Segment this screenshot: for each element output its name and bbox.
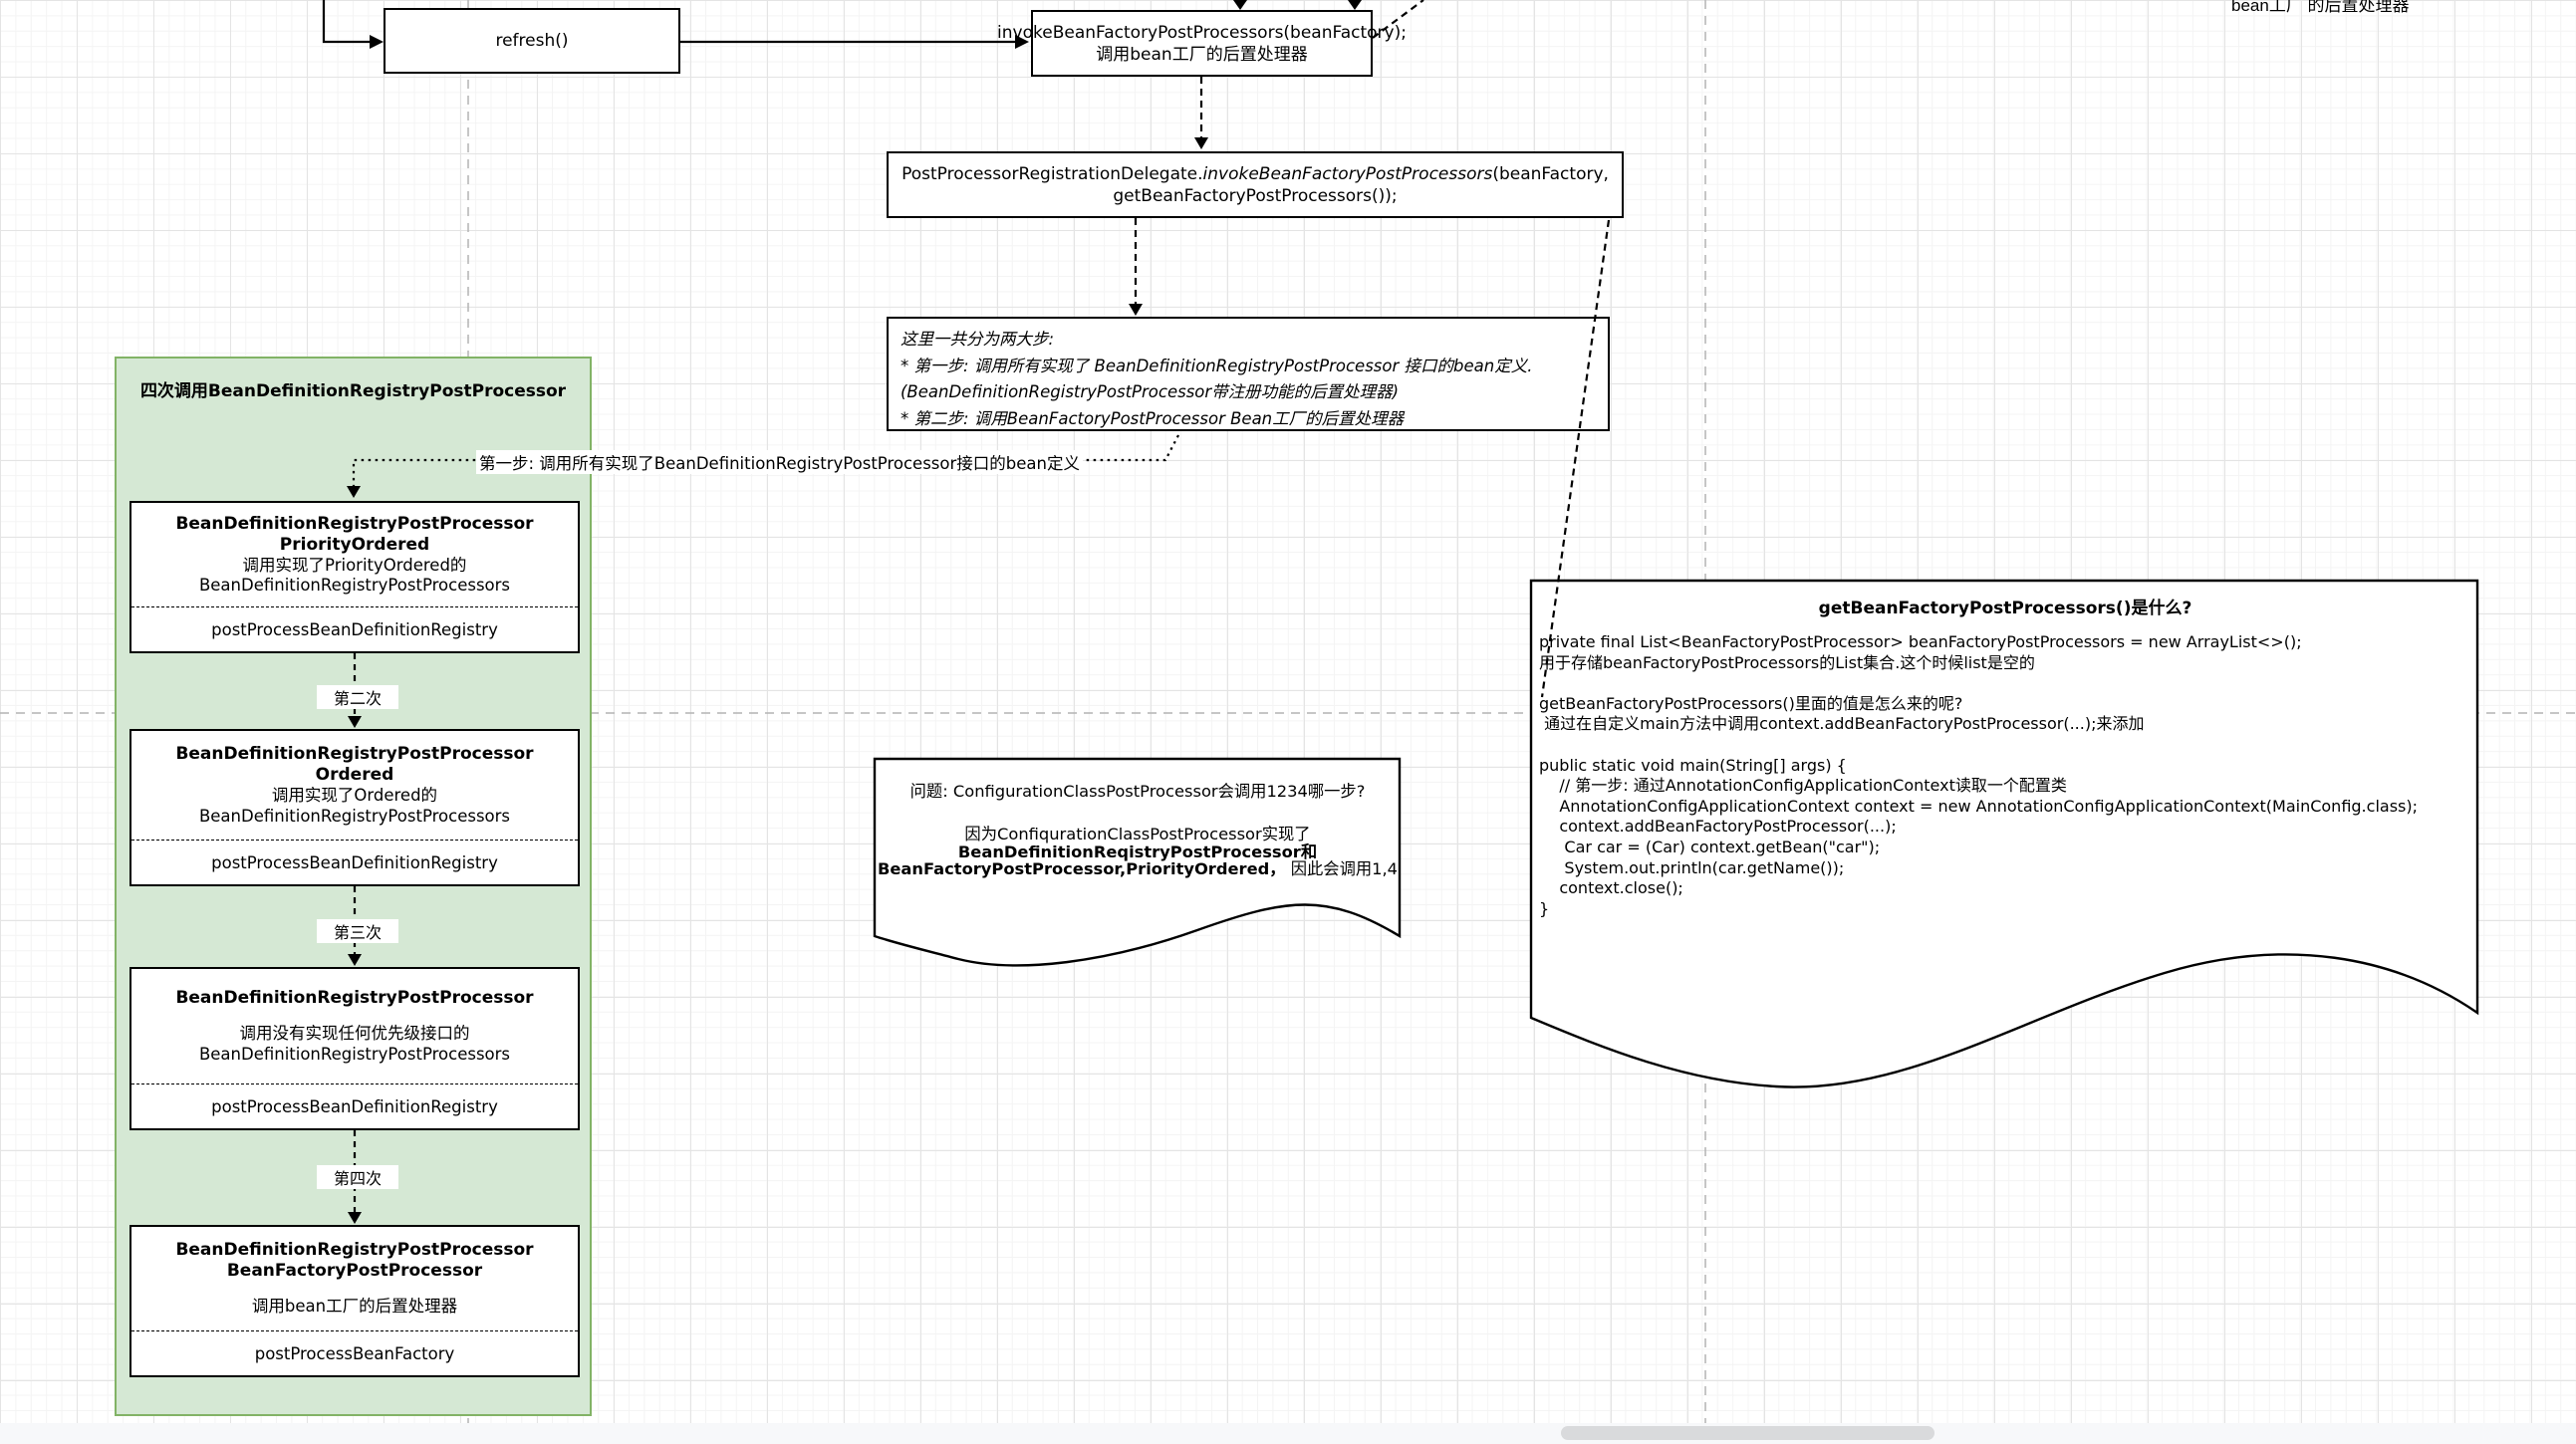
arrowhead-into-refresh [370, 35, 384, 49]
refresh-node[interactable]: refresh() [384, 8, 680, 74]
chain-label-third: 第三次 [317, 919, 398, 943]
invoke-bfpp-node[interactable]: invokeBeanFactoryPostProcessors(beanFact… [997, 10, 1407, 77]
box4-method: postProcessBeanFactory [131, 1330, 578, 1375]
registry-pp-box-plain[interactable]: BeanDefinitionRegistryPostProcessor 调用没有… [129, 967, 580, 1130]
question-note-shape [873, 757, 1402, 967]
connector-into-refresh [322, 0, 372, 44]
two-steps-note-node[interactable]: 这里一共分为两大步: * 第一步: 调用所有实现了 BeanDefinition… [887, 317, 1610, 431]
chain-label-second: 第二次 [317, 685, 398, 709]
delegate-node[interactable]: PostProcessorRegistrationDelegate.invoke… [887, 151, 1624, 218]
two-steps-note-text: 这里一共分为两大步: * 第一步: 调用所有实现了 BeanDefinition… [901, 330, 1533, 428]
getter-note-title: getBeanFactoryPostProcessors()是什么? [1818, 599, 2192, 618]
delegate-line1: PostProcessorRegistrationDelegate.invoke… [902, 163, 1609, 185]
getter-note-shape [1529, 579, 2479, 1088]
box2-desc: 调用实现了Ordered的 BeanDefinitionRegistryPost… [198, 786, 511, 826]
arrowhead-invoke-to-delegate [1194, 137, 1208, 149]
registry-pp-box-ordered[interactable]: BeanDefinitionRegistryPostProcessor Orde… [129, 729, 580, 886]
getter-note-node[interactable]: getBeanFactoryPostProcessors()是什么? priva… [1527, 577, 2483, 1089]
box1-desc: 调用实现了PriorityOrdered的 BeanDefinitionRegi… [198, 555, 511, 596]
question-line1: 问题: ConfigurationClassPostProcessor会调用12… [909, 782, 1366, 801]
registry-pp-box-priorityordered[interactable]: BeanDefinitionRegistryPostProcessor Prio… [129, 501, 580, 653]
box3-method: postProcessBeanDefinitionRegistry [131, 1083, 578, 1128]
delegate-prefix: PostProcessorRegistrationDelegate. [902, 163, 1203, 184]
delegate-suffix: (beanFactory, [1492, 163, 1609, 184]
box1-method: postProcessBeanDefinitionRegistry [131, 606, 578, 651]
getter-note-code: private final List<BeanFactoryPostProces… [1539, 632, 2418, 918]
box2-title: BeanDefinitionRegistryPostProcessor Orde… [175, 744, 534, 785]
horizontal-scrollbar-track[interactable] [0, 1423, 2576, 1444]
question-line2: 因为ConfiqurationClassPostProcessor实现了 [964, 825, 1311, 843]
horizontal-scrollbar-thumb[interactable] [1561, 1426, 1934, 1440]
question-note-node[interactable]: 问题: ConfigurationClassPostProcessor会调用12… [869, 753, 1407, 982]
topright-clipped-label: bean工厂 的后置处理器 [2231, 0, 2410, 15]
box2-method: postProcessBeanDefinitionRegistry [131, 840, 578, 884]
step1-annotation-label: 第一步: 调用所有实现了BeanDefinitionRegistryPostPr… [476, 450, 1083, 474]
refresh-label: refresh() [495, 31, 569, 51]
arrowhead-top-stub-2 [1348, 0, 1362, 10]
box4-title: BeanDefinitionRegistryPostProcessor Bean… [175, 1240, 534, 1282]
delegate-line2: getBeanFactoryPostProcessors()); [1113, 185, 1398, 206]
arrowhead-top-stub-1 [1233, 0, 1247, 10]
delegate-method: invokeBeanFactoryPostProcessors [1202, 163, 1493, 184]
box4-desc: 调用bean工厂的后置处理器 [251, 1297, 458, 1317]
box3-desc: 调用没有实现任何优先级接口的 BeanDefinitionRegistryPos… [198, 1024, 511, 1064]
box1-title: BeanDefinitionRegistryPostProcessor Prio… [175, 513, 534, 555]
question-answer: 因为ConfiqurationClassPostProcessor实现了 Bea… [869, 826, 1407, 878]
invoke-bfpp-line2: 调用bean工厂的后置处理器 [1096, 44, 1308, 65]
chain-label-fourth: 第四次 [317, 1165, 398, 1189]
question-line3: BeanDefinitionReqistryPostProcessor和 [957, 842, 1318, 861]
box3-title: BeanDefinitionRegistryPostProcessor [175, 988, 534, 1008]
question-line4: BeanFactoryPostProcessor,PriorityOrdered… [877, 859, 1399, 878]
invoke-bfpp-line1: invokeBeanFactoryPostProcessors(beanFact… [997, 22, 1407, 43]
four-calls-panel-title: 四次调用BeanDefinitionRegistryPostProcessor [139, 381, 567, 401]
factory-pp-box[interactable]: BeanDefinitionRegistryPostProcessor Bean… [129, 1225, 580, 1377]
arrowhead-delegate-to-note [1129, 304, 1143, 316]
